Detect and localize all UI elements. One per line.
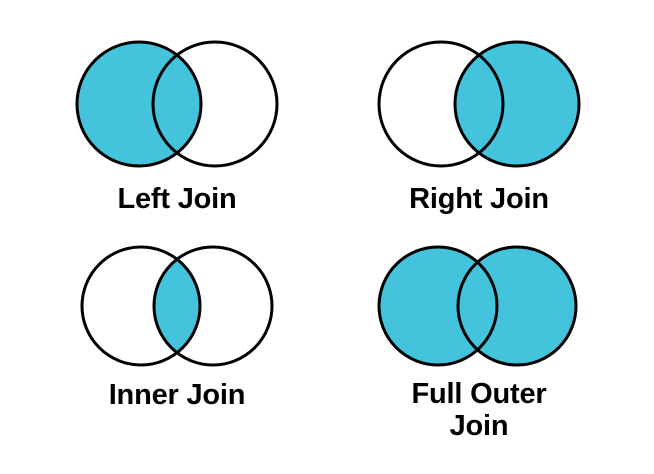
venn-region-intersection [153, 42, 201, 166]
venn-figure-full-outer-join [377, 245, 578, 367]
venn-figure-left-join [75, 40, 279, 168]
venn-outline-right-circle [151, 40, 279, 168]
venn-region-intersection [154, 247, 200, 365]
venn-region-intersection [458, 247, 497, 365]
join-panel-right-join[interactable]: Right Join [336, 36, 622, 215]
join-caption-full-outer-join: Full Outer Join [411, 378, 547, 443]
join-caption-left-join: Left Join [117, 183, 237, 215]
join-panel-left-join[interactable]: Left Join [34, 36, 320, 215]
join-caption-right-join: Right Join [409, 183, 549, 215]
venn-region-intersection [455, 42, 503, 166]
venn-figure-inner-join [80, 245, 274, 367]
venn-outline-left-circle [75, 40, 203, 168]
join-caption-inner-join: Inner Join [108, 379, 246, 411]
venn-outline-right-circle [152, 245, 274, 367]
venn-outline-left-circle [377, 40, 505, 168]
venn-outline-left-circle [377, 245, 499, 367]
join-panel-full-outer-join[interactable]: Full Outer Join [336, 242, 622, 443]
join-panel-inner-join[interactable]: Inner Join [34, 242, 320, 411]
venn-outline-right-circle [456, 245, 578, 367]
venn-figure-right-join [377, 40, 581, 168]
venn-outline-left-circle [80, 245, 202, 367]
venn-outline-right-circle [453, 40, 581, 168]
